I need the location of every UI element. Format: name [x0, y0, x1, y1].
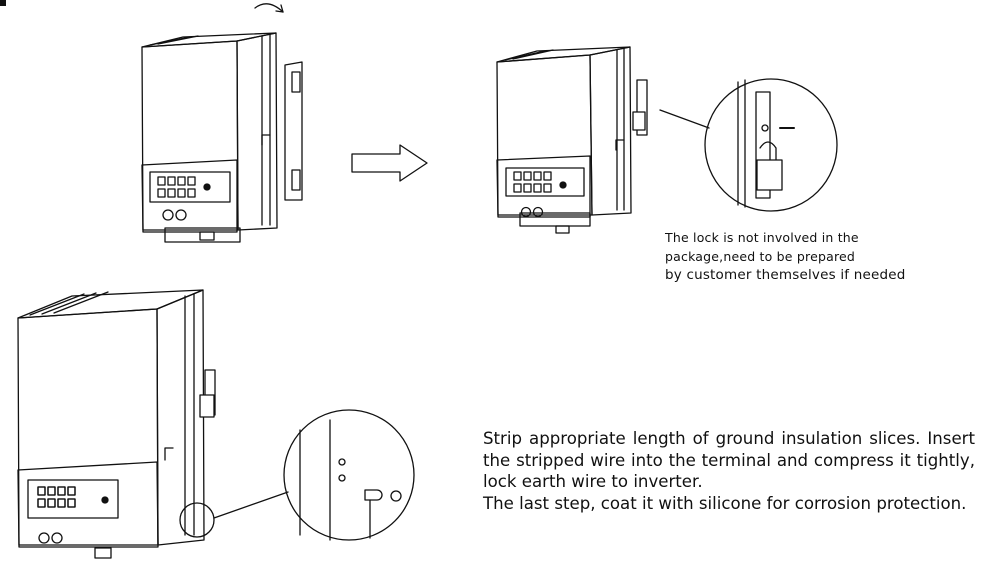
inverter-figure-3 — [17, 289, 289, 559]
ground-detail-callout — [283, 409, 415, 541]
inverter-figure-2 — [496, 46, 710, 234]
lock-note-line-3: by customer themselves if needed — [665, 267, 906, 283]
inverter-figure-1 — [141, 3, 303, 243]
corner-mark — [0, 0, 6, 6]
lock-note-line-2: package,need to be prepared — [665, 249, 856, 264]
instruction-paragraph-2: The last step, coat it with silicone for… — [483, 493, 967, 513]
ground-instructions: Strip appropriate length of ground insul… — [483, 428, 975, 514]
step-arrow — [351, 144, 428, 182]
lock-note: The lock is not involved in the package,… — [665, 228, 906, 285]
lock-note-line-1: The lock is not involved in the — [665, 230, 859, 245]
instruction-paragraph-1: Strip appropriate length of ground insul… — [483, 429, 975, 491]
lock-detail-callout — [704, 78, 838, 212]
